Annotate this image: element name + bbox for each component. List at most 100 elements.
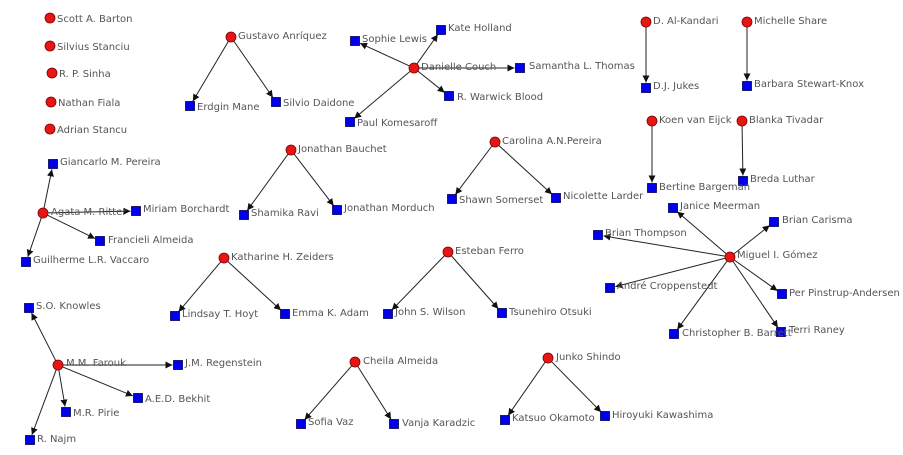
author-node-miguel-i-gomez <box>724 251 736 263</box>
node-label-r-warwick-blood: R. Warwick Blood <box>457 92 543 103</box>
node-label-sofia-vaz: Sofia Vaz <box>308 417 354 428</box>
author-node-nathan-fiala <box>45 96 57 108</box>
node-label-christopher-b-barrett: Christopher B. Barrett <box>682 328 792 339</box>
coauthor-node-francieli-almeida <box>95 236 105 246</box>
edge-carolina-a-n-pereira-to-nicolette-larder <box>498 145 553 195</box>
coauthor-node-d-j-jukes <box>641 83 651 93</box>
node-label-samantha-l-thomas: Samantha L. Thomas <box>529 61 635 72</box>
coauthor-node-terri-raney <box>776 327 786 337</box>
coauthor-node-shawn-somerset <box>447 194 457 204</box>
edge-m-m-farouk-to-r-najm <box>31 369 57 436</box>
edge-esteban-ferro-to-john-s-wilson <box>391 255 445 311</box>
node-label-lindsay-t-hoyt: Lindsay T. Hoyt <box>182 309 258 320</box>
coauthor-node-miriam-borchardt <box>131 206 141 216</box>
node-label-m-m-farouk: M.M. Farouk <box>66 358 126 369</box>
author-node-r-p-sinha <box>46 67 58 79</box>
node-label-miriam-borchardt: Miriam Borchardt <box>143 204 229 215</box>
edge-agata-m-ritter-to-guilherme-l-r-vaccaro <box>26 217 42 257</box>
node-label-carolina-a-n-pereira: Carolina A.N.Pereira <box>502 136 602 147</box>
coauthor-node-nicolette-larder <box>551 193 561 203</box>
edge-blanka-tivadar-to-breda-luthar <box>739 125 747 176</box>
node-label-silvio-daidone: Silvio Daidone <box>283 98 354 109</box>
node-label-nathan-fiala: Nathan Fiala <box>58 98 120 109</box>
coauthor-node-sophie-lewis <box>350 36 360 46</box>
edge-katharine-h-zeiders-to-emma-k-adam <box>227 261 282 311</box>
node-label-katsuo-okamoto: Katsuo Okamoto <box>512 413 595 424</box>
edge-danielle-couch-to-kate-holland <box>416 34 439 65</box>
coauthor-node-m-r-pirie <box>61 407 71 417</box>
node-label-j-m-regenstein: J.M. Regenstein <box>184 358 262 369</box>
author-node-katharine-h-zeiders <box>218 252 230 264</box>
author-node-danielle-couch <box>408 62 420 74</box>
node-label-koen-van-eijck: Koen van Eijck <box>659 115 732 126</box>
node-label-nicolette-larder: Nicolette Larder <box>563 191 644 202</box>
coauthor-node-r-warwick-blood <box>444 91 454 101</box>
edge-miguel-i-gomez-to-per-pinstrup-andersen <box>733 259 778 292</box>
node-label-m-r-pirie: M.R. Pirie <box>73 408 119 419</box>
edge-miguel-i-gomez-to-brian-carisma <box>733 225 771 255</box>
author-node-blanka-tivadar <box>736 115 748 127</box>
node-label-barbara-stewart-knox: Barbara Stewart-Knox <box>754 79 864 90</box>
author-node-esteban-ferro <box>442 246 454 258</box>
coauthor-node-hiroyuki-kawashima <box>600 411 610 421</box>
coauthor-node-christopher-b-barrett <box>669 329 679 339</box>
node-label-per-pinstrup-andersen: Per Pinstrup-Andersen <box>789 288 900 299</box>
author-node-gustavo-anriquez <box>225 31 237 43</box>
edge-jonathan-bauchet-to-jonathan-morduch <box>293 153 335 206</box>
edge-danielle-couch-to-sophie-lewis <box>359 42 410 67</box>
node-label-emma-k-adam: Emma K. Adam <box>292 308 369 319</box>
node-label-janice-meerman: Janice Meerman <box>679 201 760 212</box>
node-label-s-o-knowles: S.O. Knowles <box>36 301 101 312</box>
coauthor-node-janice-meerman <box>668 203 678 213</box>
coauthor-node-a-e-d-bekhit <box>133 393 143 403</box>
node-label-r-najm: R. Najm <box>37 434 76 445</box>
edge-esteban-ferro-to-tsunehiro-otsuki <box>450 255 499 310</box>
node-label-shamika-ravi: Shamika Ravi <box>251 208 319 219</box>
node-label-esteban-ferro: Esteban Ferro <box>455 246 524 257</box>
edge-m-m-farouk-to-m-r-pirie <box>58 369 68 407</box>
node-label-hiroyuki-kawashima: Hiroyuki Kawashima <box>612 410 713 421</box>
coauthor-node-vanja-karadzic <box>389 419 399 429</box>
node-label-silvius-stanciu: Silvius Stanciu <box>57 42 130 53</box>
coauthor-node-barbara-stewart-knox <box>742 81 752 91</box>
node-label-francieli-almeida: Francieli Almeida <box>108 235 194 246</box>
node-label-blanka-tivadar: Blanka Tivadar <box>749 115 824 126</box>
node-label-guilherme-l-r-vaccaro: Guilherme L.R. Vaccaro <box>33 255 149 266</box>
node-label-paul-komesaroff: Paul Komesaroff <box>357 118 438 129</box>
edge-carolina-a-n-pereira-to-shawn-somerset <box>454 145 493 195</box>
node-label-john-s-wilson: John S. Wilson <box>394 307 466 318</box>
edge-agata-m-ritter-to-francieli-almeida <box>47 214 96 240</box>
edge-cheila-almeida-to-sofia-vaz <box>304 365 353 421</box>
coauthor-node-shamika-ravi <box>239 210 249 220</box>
node-label-breda-luthar: Breda Luthar <box>750 174 816 185</box>
edge-m-m-farouk-to-s-o-knowles <box>31 312 57 361</box>
edge-m-m-farouk-to-a-e-d-bekhit <box>62 366 134 397</box>
edge-miguel-i-gomez-to-brian-thompson <box>603 233 726 257</box>
coauthor-node-john-s-wilson <box>383 309 393 319</box>
coauthor-node-katsuo-okamoto <box>500 415 510 425</box>
coauthor-node-r-najm <box>25 435 35 445</box>
node-label-terri-raney: Terri Raney <box>788 325 845 336</box>
node-label-giancarlo-m-pereira: Giancarlo M. Pereira <box>60 157 161 168</box>
edge-danielle-couch-to-r-warwick-blood <box>417 70 446 93</box>
nodes-layer <box>21 12 787 445</box>
coauthor-node-brian-thompson <box>593 230 603 240</box>
node-label-adrian-stancu: Adrian Stancu <box>57 125 127 136</box>
author-node-michelle-share <box>741 16 753 28</box>
edge-junko-shindo-to-hiroyuki-kawashima <box>551 361 602 413</box>
node-label-kate-holland: Kate Holland <box>448 23 512 34</box>
edge-miguel-i-gomez-to-terri-raney <box>732 260 779 328</box>
node-label-d-j-jukes: D.J. Jukes <box>653 81 699 92</box>
coauthor-node-brian-carisma <box>769 217 779 227</box>
edge-miguel-i-gomez-to-janice-meerman <box>676 211 727 255</box>
edge-miguel-i-gomez-to-andre-croppenstedt <box>615 257 726 289</box>
edge-miguel-i-gomez-to-christopher-b-barrett <box>676 260 728 330</box>
coauthor-node-tsunehiro-otsuki <box>497 308 507 318</box>
edge-cheila-almeida-to-vanja-karadzic <box>357 365 392 420</box>
author-node-jonathan-bauchet <box>285 144 297 156</box>
edge-gustavo-anriquez-to-erdgin-mane <box>192 41 229 102</box>
coauthor-node-giancarlo-m-pereira <box>48 159 58 169</box>
coauthor-node-j-m-regenstein <box>173 360 183 370</box>
node-label-brian-thompson: Brian Thompson <box>605 228 687 239</box>
